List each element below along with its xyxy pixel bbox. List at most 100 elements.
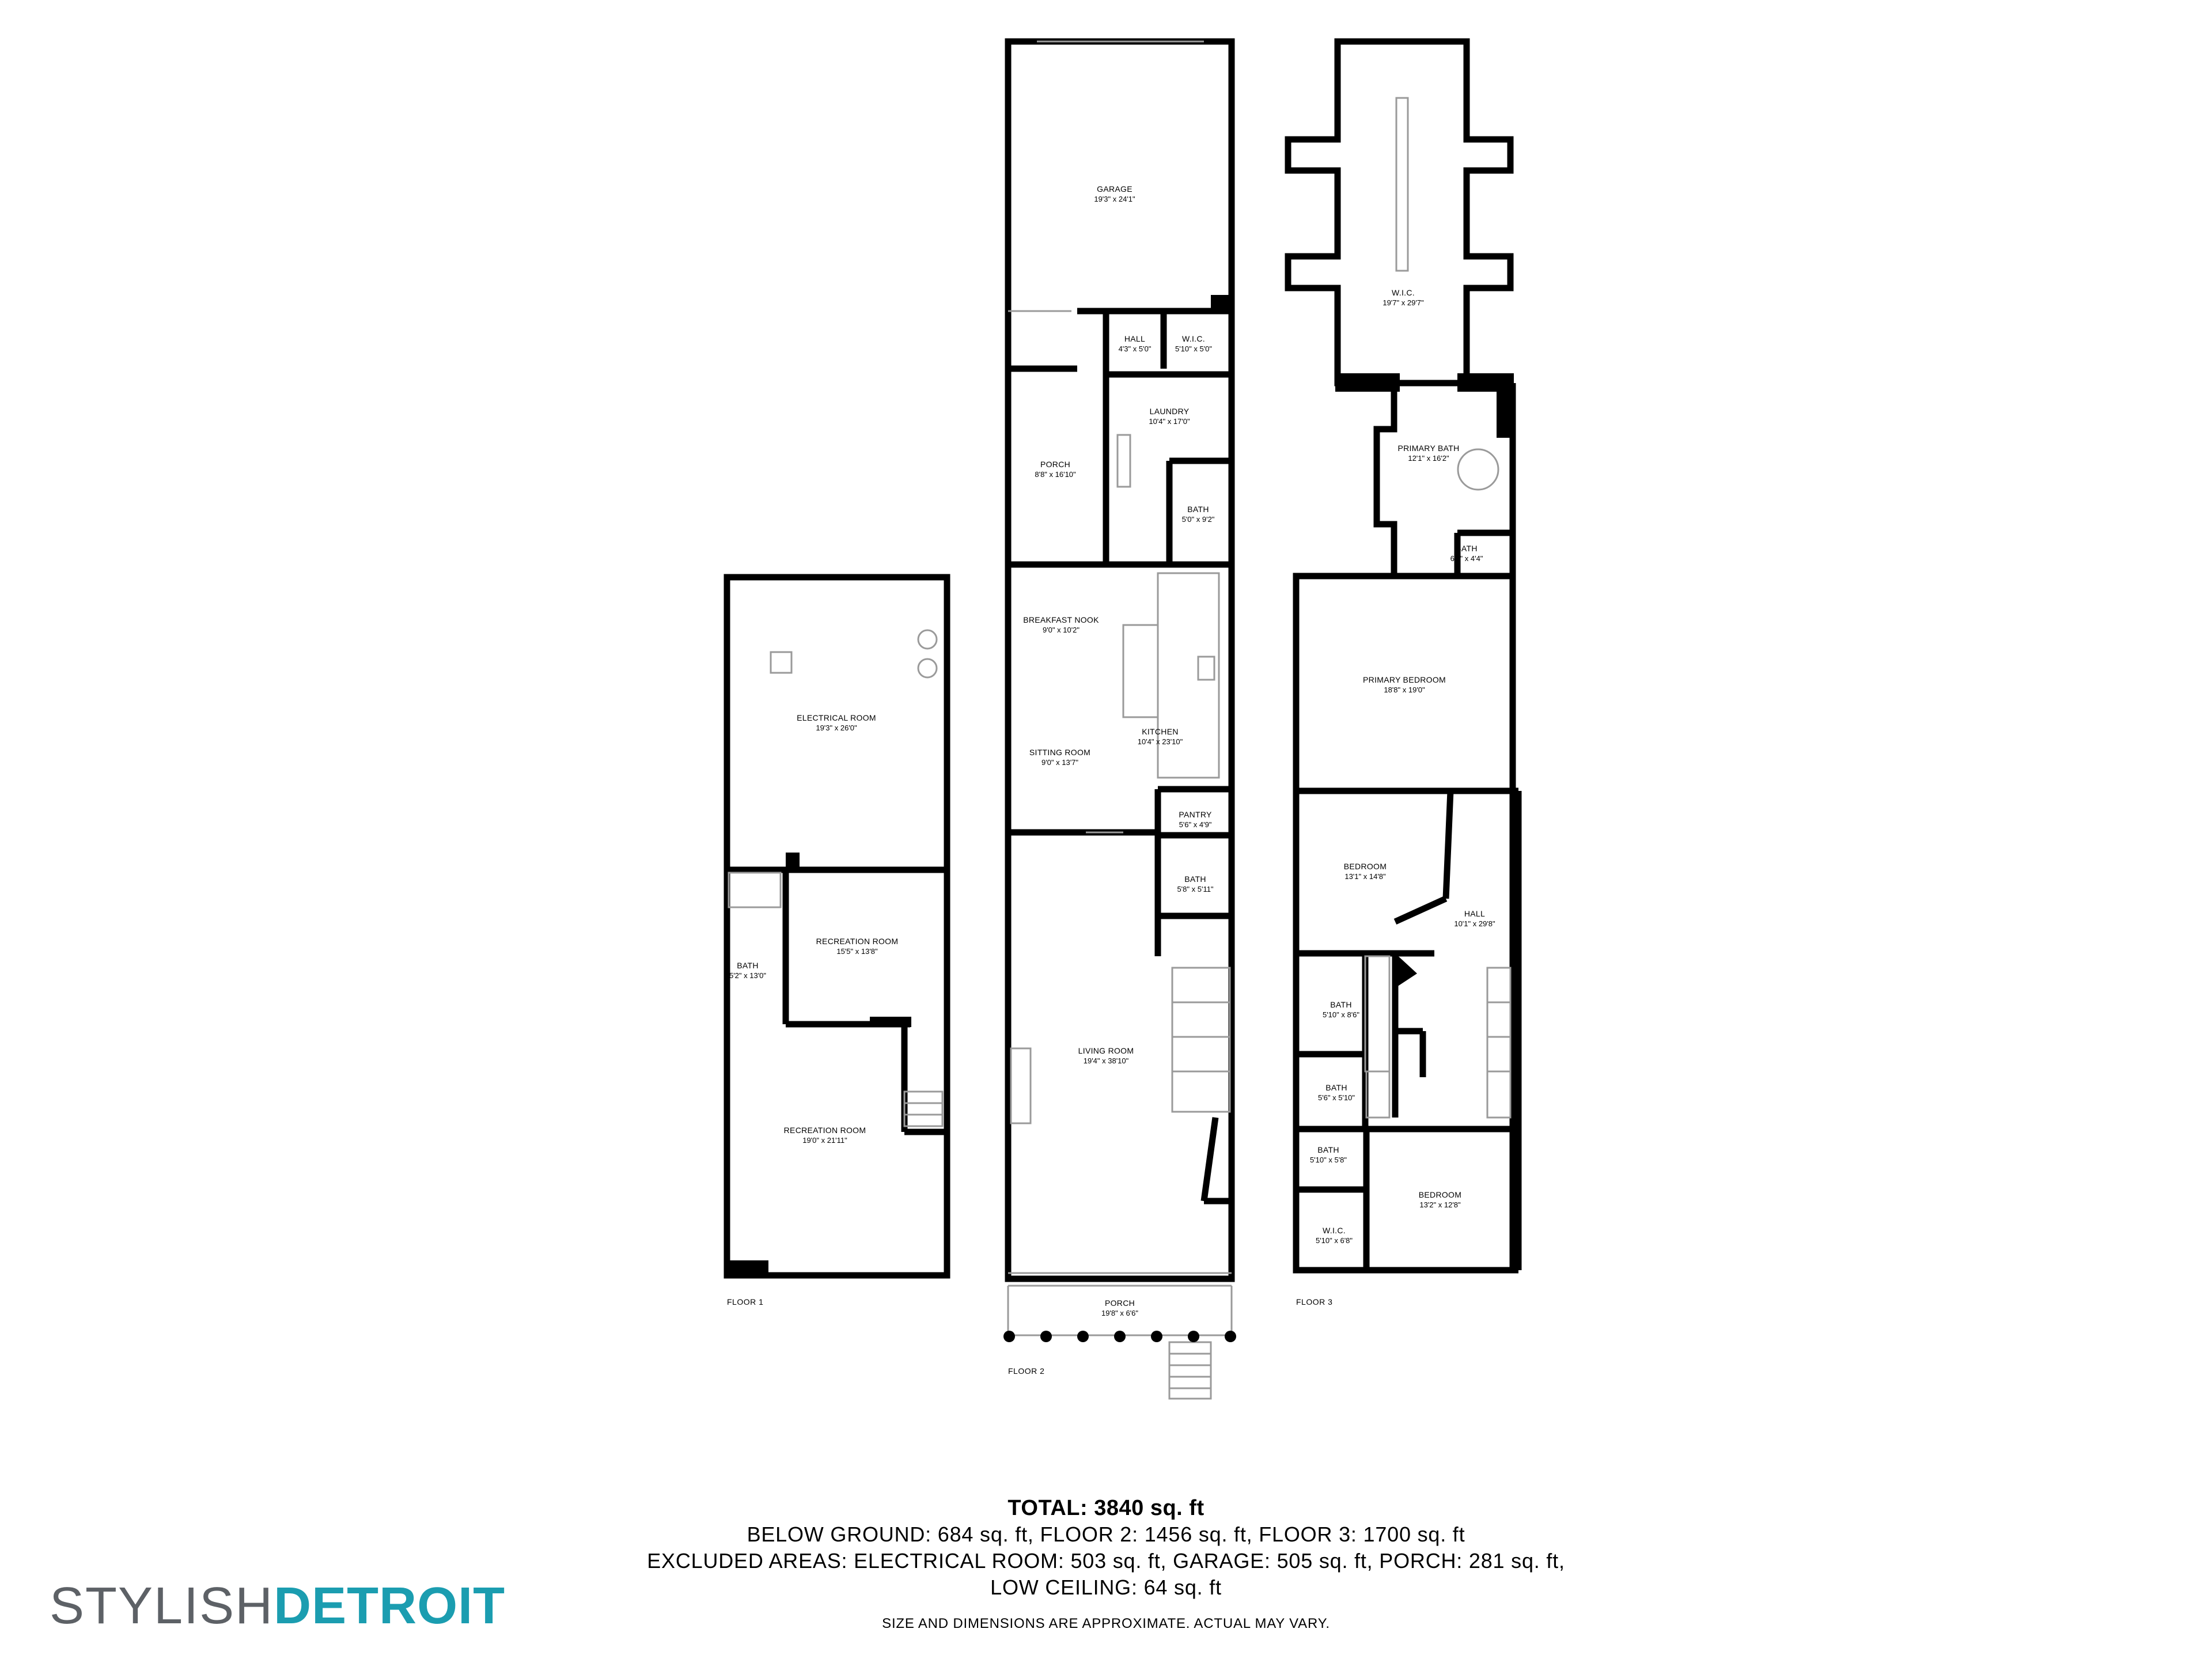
room-electrical-room: ELECTRICAL ROOM 19'3" x 26'0" (797, 713, 876, 733)
room-dimensions: 10'4" x 23'10" (1137, 737, 1183, 746)
room-dimensions: 5'10" x 5'0" (1175, 344, 1213, 353)
room-dimensions: 9'0" x 10'2" (1042, 625, 1080, 634)
room-name: PANTRY (1179, 810, 1212, 819)
room-wic-floor3-small: W.I.C. 5'10" x 6'8" (1316, 1226, 1353, 1245)
area-summary: TOTAL: 3840 sq. ft BELOW GROUND: 684 sq.… (0, 1495, 2212, 1632)
floor1-fixtures (728, 629, 944, 1127)
room-name: PORCH (1040, 460, 1071, 469)
room-breakfast-nook: BREAKFAST NOOK 9'0" x 10'2" (1023, 615, 1099, 635)
low-ceiling-area: LOW CEILING: 64 sq. ft (990, 1575, 1222, 1599)
room-name: HALL (1464, 909, 1486, 918)
room-dimensions: 6'4" x 4'4" (1450, 554, 1483, 563)
floor3-fixtures (1364, 97, 1512, 1119)
total-area: TOTAL: 3840 sq. ft (1007, 1496, 1205, 1520)
room-name: BATH (1330, 1000, 1352, 1009)
floor3-wall-blocks (1335, 373, 1514, 988)
room-name: BATH (737, 961, 759, 970)
room-dimensions: 4'3" x 5'0" (1118, 344, 1152, 353)
room-name: SITTING ROOM (1029, 748, 1091, 757)
room-name: ELECTRICAL ROOM (797, 713, 876, 722)
room-dimensions: 19'3" x 24'1" (1094, 194, 1135, 203)
room-name: GARAGE (1097, 184, 1132, 194)
room-name: BEDROOM (1418, 1190, 1462, 1199)
room-bath-floor3-small: BATH 6'4" x 4'4" (1450, 544, 1483, 563)
disclaimer: SIZE AND DIMENSIONS ARE APPROXIMATE. ACT… (882, 1616, 1330, 1631)
room-dimensions: 19'0" x 21'11" (802, 1135, 847, 1145)
room-name: BATH (1325, 1083, 1347, 1092)
room-bath-floor2-lower: BATH 5'8" x 5'11" (1177, 874, 1213, 894)
floor-areas: BELOW GROUND: 684 sq. ft, FLOOR 2: 1456 … (747, 1522, 1465, 1546)
room-name: BATH (1456, 544, 1478, 553)
room-name: KITCHEN (1142, 727, 1179, 736)
room-sitting-room: SITTING ROOM 9'0" x 13'7" (1029, 748, 1090, 767)
room-hall-floor2: HALL 4'3" x 5'0" (1119, 334, 1152, 354)
room-kitchen: KITCHEN 10'4" x 23'10" (1138, 727, 1183, 747)
room-primary-bedroom: PRIMARY BEDROOM 18'8" x 19'0" (1363, 675, 1446, 695)
room-name: LIVING ROOM (1078, 1046, 1134, 1055)
room-dimensions: 13'2" x 12'8" (1419, 1200, 1461, 1209)
room-dimensions: 12'1" x 16'2" (1408, 453, 1449, 463)
room-bath-floor2-upper: BATH 5'0" x 9'2" (1182, 505, 1215, 524)
room-dimensions: 15'5" x 13'8" (836, 946, 878, 956)
floor-2-label: FLOOR 2 (1008, 1366, 1045, 1376)
room-dimensions: 13'1" x 14'8" (1344, 872, 1386, 881)
room-bath-floor3-c: BATH 5'10" x 5'8" (1310, 1145, 1347, 1165)
room-porch-front: PORCH 19'8" x 6'6" (1101, 1298, 1138, 1318)
room-bedroom-floor3-lower: BEDROOM 13'2" x 12'8" (1419, 1190, 1461, 1210)
room-bath-floor3-a: BATH 5'10" x 8'6" (1323, 1000, 1359, 1020)
room-dimensions: 5'10" x 5'8" (1309, 1155, 1347, 1164)
room-recreation-room-lower: RECREATION ROOM 19'0" x 21'11" (784, 1126, 866, 1145)
room-bedroom-floor3-upper: BEDROOM 13'1" x 14'8" (1344, 862, 1387, 881)
room-name: BEDROOM (1343, 862, 1387, 871)
room-name: W.I.C. (1323, 1226, 1346, 1235)
room-dimensions: 10'1" x 29'8" (1454, 919, 1495, 928)
room-living-room: LIVING ROOM 19'4" x 38'10" (1078, 1046, 1134, 1066)
room-dimensions: 19'4" x 38'10" (1083, 1056, 1129, 1065)
room-dimensions: 5'6" x 5'10" (1317, 1093, 1355, 1102)
room-dimensions: 5'10" x 8'6" (1322, 1010, 1360, 1019)
room-dimensions: 19'3" x 26'0" (816, 723, 857, 732)
room-recreation-room-upper: RECREATION ROOM 15'5" x 13'8" (816, 937, 899, 956)
room-dimensions: 5'0" x 9'2" (1181, 514, 1215, 524)
room-name: RECREATION ROOM (783, 1126, 866, 1135)
room-wic-floor3-large: W.I.C. 19'7" x 29'7" (1382, 288, 1423, 308)
floor-1-label: FLOOR 1 (727, 1297, 764, 1306)
room-dimensions: 10'4" x 17'0" (1149, 416, 1190, 426)
room-dimensions: 5'2" x 13'0" (729, 971, 767, 980)
room-dimensions: 5'6" x 4'9" (1179, 820, 1212, 829)
room-pantry: PANTRY 5'6" x 4'9" (1179, 810, 1211, 830)
room-name: PRIMARY BEDROOM (1362, 675, 1446, 684)
porch-columns (1003, 1331, 1236, 1342)
room-name: PORCH (1104, 1298, 1135, 1308)
brand-logo-part2: DETROIT (274, 1577, 506, 1635)
room-hall-floor3: HALL 10'1" x 29'8" (1454, 909, 1495, 929)
floor1-walls (724, 574, 950, 1279)
floor-3-label: FLOOR 3 (1296, 1297, 1333, 1306)
room-name: LAUNDRY (1149, 407, 1190, 416)
room-name: W.I.C. (1392, 288, 1415, 297)
room-dimensions: 18'8" x 19'0" (1384, 685, 1425, 694)
room-dimensions: 8'8" x 16'10" (1035, 469, 1076, 479)
room-dimensions: 19'7" x 29'7" (1382, 298, 1424, 307)
room-name: BATH (1317, 1145, 1339, 1154)
room-dimensions: 19'8" x 6'6" (1101, 1308, 1139, 1317)
floor2-wall-blocks (1211, 295, 1232, 312)
room-dimensions: 5'10" x 6'8" (1315, 1236, 1353, 1245)
room-name: BREAKFAST NOOK (1023, 615, 1099, 624)
room-name: PRIMARY BATH (1397, 444, 1460, 453)
room-name: BATH (1184, 874, 1206, 884)
room-name: HALL (1124, 334, 1146, 343)
room-bath-floor1: BATH 5'2" x 13'0" (729, 961, 766, 980)
room-garage: GARAGE 19'3" x 24'1" (1094, 184, 1135, 204)
room-primary-bath: PRIMARY BATH 12'1" x 16'2" (1397, 444, 1459, 463)
room-dimensions: 5'8" x 5'11" (1177, 884, 1214, 893)
floor2-fixtures (1008, 40, 1232, 1274)
room-name: RECREATION ROOM (816, 937, 899, 946)
room-name: W.I.C. (1182, 334, 1205, 343)
room-wic-floor2: W.I.C. 5'10" x 5'0" (1175, 334, 1212, 354)
room-bath-floor3-b: BATH 5'6" x 5'10" (1318, 1083, 1355, 1103)
room-porch-floor2: PORCH 8'8" x 16'10" (1035, 460, 1075, 479)
brand-logo: STYLISHDETROIT (50, 1577, 505, 1635)
floor1-wall-blocks (727, 853, 911, 1275)
